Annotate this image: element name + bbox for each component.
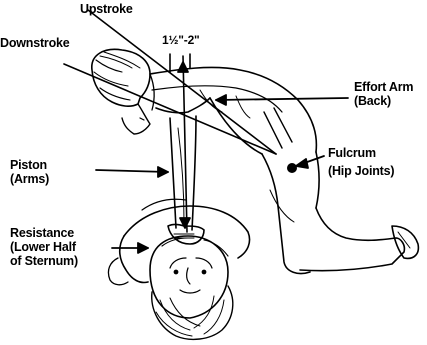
downstroke-label: Downstroke [0,36,70,50]
effort-arm-line-1: Effort Arm [354,80,413,94]
measure-text: 1½"-2" [162,33,200,47]
measure-label: 1½"-2" [162,33,200,47]
piston-label: Piston (Arms) [10,158,49,186]
effort-arm-label: Effort Arm (Back) [354,80,413,108]
piston-line-2: (Arms) [10,172,49,186]
fulcrum-dot [287,163,297,173]
fulcrum-line-2: (Hip Joints) [328,164,394,178]
resistance-line-1: Resistance [10,226,78,240]
victim-figure [108,199,249,339]
resistance-line-3: of Sternum) [10,254,78,268]
upstroke-text: Upstroke [80,2,133,16]
fulcrum-line-1: Fulcrum [328,146,394,160]
downstroke-text: Downstroke [0,36,70,50]
effort-arm-line-2: (Back) [354,94,413,108]
fulcrum-label: Fulcrum (Hip Joints) [328,146,394,178]
resistance-label: Resistance (Lower Half of Sternum) [10,226,78,268]
piston-line-1: Piston [10,158,49,172]
upstroke-label: Upstroke [80,2,133,16]
resistance-line-2: (Lower Half [10,240,78,254]
